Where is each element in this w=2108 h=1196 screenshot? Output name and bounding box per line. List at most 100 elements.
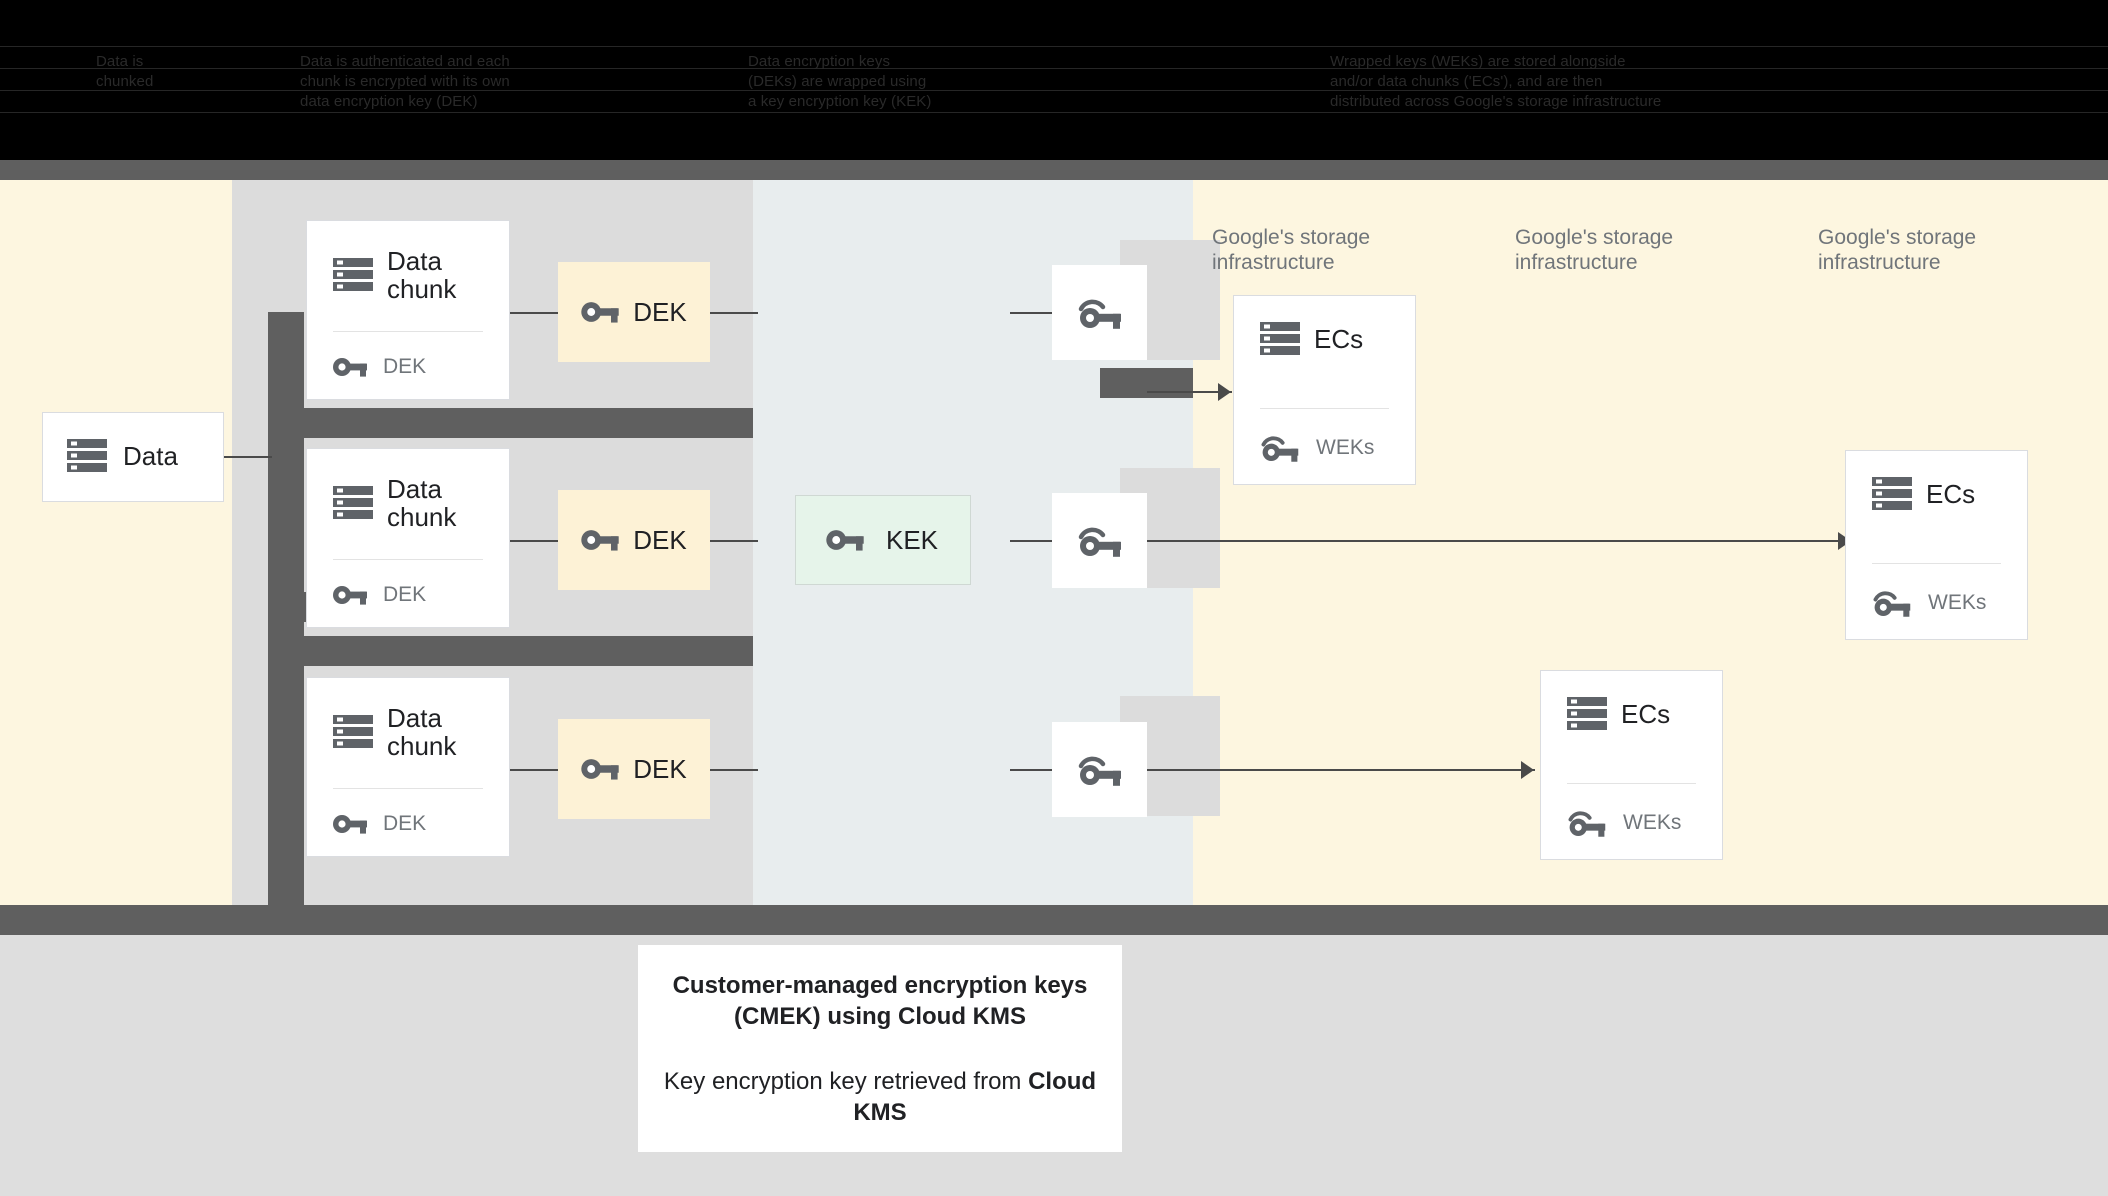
header-column-1: Data is chunked (96, 53, 154, 90)
ecs-card[interactable]: ECs WEKs (1233, 295, 1416, 485)
dek-box-label: DEK (633, 753, 687, 784)
header-rule (0, 46, 2108, 47)
header-rule (0, 68, 2108, 69)
data-chunk-foot-label: DEK (383, 355, 427, 378)
ecs-foot-label: WEKs (1316, 436, 1375, 459)
dek-box[interactable]: DEK (558, 262, 710, 362)
dek-box[interactable]: DEK (558, 490, 710, 590)
ecs-card-title: ECs (1314, 324, 1364, 354)
wrapped-key-icon (1872, 589, 1912, 617)
connector-to-wkey-2 (1010, 540, 1052, 542)
ecs-card-footer: WEKs (1260, 434, 1374, 462)
connector-to-ecs-1 (1147, 391, 1232, 393)
data-chunk-title: Data chunk (387, 246, 457, 304)
header-column-3: Data encryption keys (DEKs) are wrapped … (748, 53, 932, 110)
storage-icon (1260, 322, 1300, 356)
caption-line-2-prefix: Key encryption key retrieved from (663, 1067, 1029, 1095)
connector-chunk-dek-1 (510, 312, 558, 314)
header-rule (0, 90, 2108, 91)
card-separator (333, 331, 483, 332)
key-icon (333, 357, 367, 377)
wrapped-key-box[interactable] (1052, 493, 1147, 588)
arrowhead-ecs-3 (1521, 761, 1534, 779)
connector-dek-out-3 (710, 769, 758, 771)
wrapped-key-box[interactable] (1052, 265, 1147, 360)
ecs-card-footer: WEKs (1567, 809, 1681, 837)
card-separator (333, 788, 483, 789)
header-divider (0, 160, 2108, 180)
trunk-bar-bottom (268, 636, 753, 666)
ecs-card[interactable]: ECs WEKs (1540, 670, 1723, 860)
kek-box[interactable]: KEK (795, 495, 971, 585)
connector-chunk-dek-2 (510, 540, 558, 542)
header-rule (0, 112, 2108, 113)
data-chunk-foot-label: DEK (383, 812, 427, 835)
card-separator (333, 559, 483, 560)
key-icon (826, 529, 864, 551)
diagram-canvas: Data Data chunk (0, 180, 2108, 950)
storage-icon (333, 258, 373, 292)
wrapped-key-box[interactable] (1052, 722, 1147, 817)
data-chunk-footer: DEK (333, 812, 426, 836)
data-chunk-title: Data chunk (387, 703, 457, 761)
dek-box[interactable]: DEK (558, 719, 710, 819)
footer-divider (0, 905, 2108, 935)
connector-to-ecs-3 (1147, 769, 1535, 771)
wrapped-key-icon (1077, 297, 1123, 329)
connector-chunk-dek-3 (510, 769, 558, 771)
header-column-2: Data is authenticated and each chunk is … (300, 53, 510, 110)
data-chunk-card[interactable]: Data chunk DEK (306, 220, 510, 400)
connector-to-wkey-3 (1010, 769, 1052, 771)
wrapped-key-icon (1077, 525, 1123, 557)
connector-to-ecs-2 (1147, 540, 1852, 542)
arrowhead-ecs-1 (1218, 383, 1231, 401)
caption-line-2-bold: Cloud KMS (853, 1067, 1097, 1126)
storage-icon (1567, 697, 1607, 731)
ecs-card-title: ECs (1926, 479, 1976, 509)
caption-line-1: Customer-managed encryption keys (CMEK) … (672, 971, 1088, 1030)
data-card-label: Data (123, 441, 178, 471)
caption-box: Customer-managed encryption keys (CMEK) … (638, 945, 1122, 1152)
data-chunk-footer: DEK (333, 583, 426, 607)
card-separator (1872, 563, 2001, 564)
dek-box-label: DEK (633, 524, 687, 555)
wrapped-key-icon (1260, 434, 1300, 462)
card-separator (1567, 783, 1696, 784)
key-icon (333, 814, 367, 834)
connector-to-wkey-1 (1010, 312, 1052, 314)
data-chunk-footer: DEK (333, 355, 426, 379)
key-icon (581, 529, 619, 551)
trunk-bar-top (268, 408, 753, 438)
header-column-4: Wrapped keys (WEKs) are stored alongside… (1330, 53, 1662, 110)
storage-icon (333, 715, 373, 749)
key-icon (581, 301, 619, 323)
connector-dek-out-1 (710, 312, 758, 314)
data-card[interactable]: Data (42, 412, 224, 502)
storage-icon (1872, 477, 1912, 511)
ecs-foot-label: WEKs (1928, 591, 1987, 614)
data-chunk-title: Data chunk (387, 474, 457, 532)
caption-line-2: Key encryption key retrieved from Cloud … (638, 1066, 1122, 1128)
dek-box-label: DEK (633, 296, 687, 327)
storage-label: Google's storage infrastructure (1515, 226, 1674, 274)
key-icon (581, 758, 619, 780)
trunk-bar-wkey (1100, 368, 1193, 398)
header-band: Data is chunked Data is authenticated an… (0, 0, 2108, 160)
storage-icon (333, 486, 373, 520)
ecs-foot-label: WEKs (1623, 811, 1682, 834)
storage-icon (67, 439, 107, 473)
ecs-card-footer: WEKs (1872, 589, 1986, 617)
storage-label: Google's storage infrastructure (1212, 226, 1371, 274)
connector-data-to-trunk (224, 456, 272, 458)
ecs-card[interactable]: ECs WEKs (1845, 450, 2028, 640)
connector-dek-out-2 (710, 540, 758, 542)
storage-label: Google's storage infrastructure (1818, 226, 1977, 274)
data-chunk-card[interactable]: Data chunk DEK (306, 448, 510, 628)
data-chunk-card[interactable]: Data chunk DEK (306, 677, 510, 857)
ecs-card-title: ECs (1621, 699, 1671, 729)
wrapped-key-icon (1567, 809, 1607, 837)
kek-box-label: KEK (886, 524, 939, 555)
card-separator (1260, 408, 1389, 409)
key-icon (333, 585, 367, 605)
